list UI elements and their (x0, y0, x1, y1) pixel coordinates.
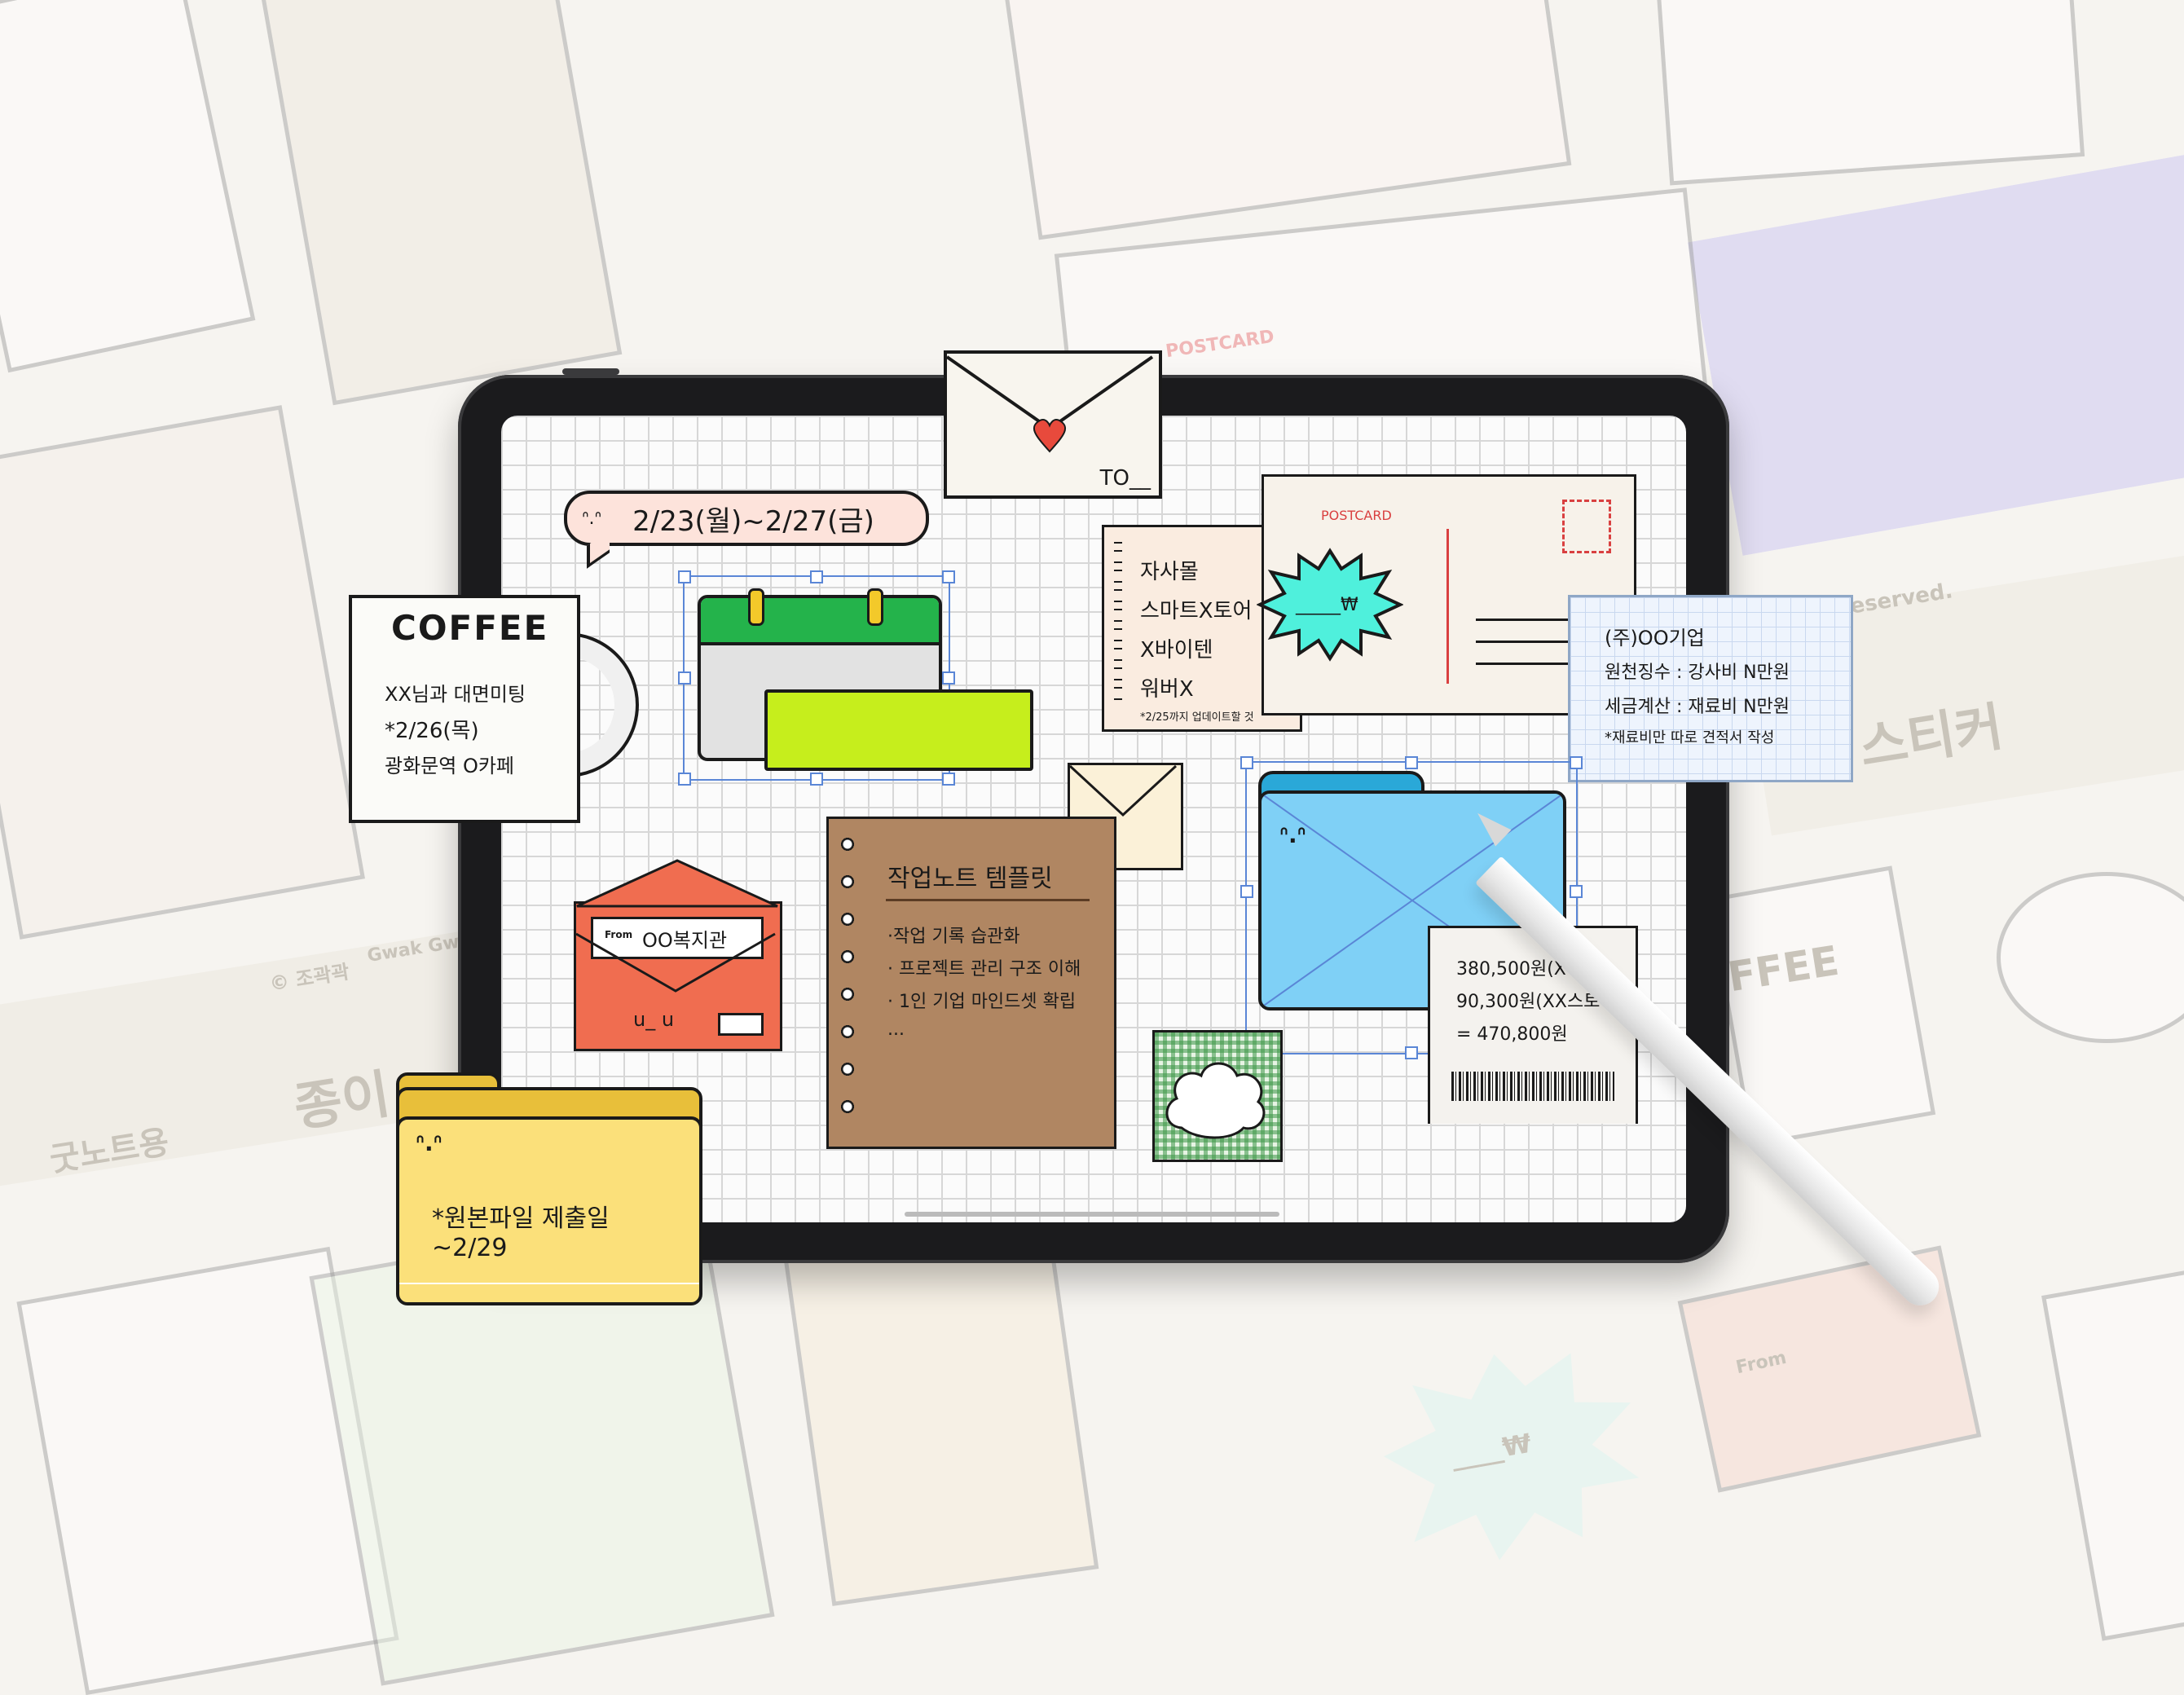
red-envelope-sticker[interactable]: From OO복지관 u_ u (574, 901, 782, 1051)
selection-handle[interactable] (942, 570, 955, 583)
invoice-sticker[interactable]: (주)OO기업 원천징수 : 강사비 N만원 세금계산 : 재료비 N만원 *재… (1568, 595, 1853, 782)
bg-kraft-bottom (783, 1222, 1099, 1606)
envelope-flap-icon (945, 355, 1154, 453)
selection-handle[interactable] (1405, 1046, 1418, 1059)
checklist-item: 자사몰 (1140, 560, 1199, 584)
bg-ring-notebook (258, 0, 623, 406)
selection-handle[interactable] (678, 671, 691, 685)
from-label: From (605, 929, 633, 940)
checklist-item: 스마트X토어 (1140, 599, 1253, 623)
speech-bubble[interactable]: ᐢ.ᐢ 2/23(월)~2/27(금) (564, 491, 929, 546)
tablet-button-top (562, 368, 619, 375)
coffee-cup-sticker[interactable]: COFFEE XX님과 대면미팅 *2/26(목) 광화문역 O카페 (349, 595, 580, 823)
from-name: OO복지관 (642, 929, 728, 952)
selection-handle[interactable] (942, 773, 955, 786)
envelope-face: u_ u (633, 1008, 675, 1031)
postcard-divider (1446, 529, 1449, 684)
selection-handle[interactable] (678, 570, 691, 583)
selection-handle[interactable] (1405, 756, 1418, 769)
barcode-icon (1451, 1072, 1614, 1101)
checklist-item: X바이텐 (1140, 638, 1213, 663)
kraft-note-sticker[interactable]: 작업노트 템플릿 ·작업 기록 습관화 · 프로젝트 관리 구조 이해 · 1인… (826, 817, 1116, 1149)
lime-sticky-note[interactable] (764, 689, 1033, 771)
coffee-title: COFFEE (391, 608, 549, 648)
yellow-folder-line2: ~2/29 (432, 1234, 508, 1262)
invoice-line3: 세금계산 : 재료비 N만원 (1605, 697, 1790, 717)
checklist-item: 워버X (1140, 677, 1194, 702)
speech-text: 2/23(월)~2/27(금) (632, 504, 874, 538)
starburst-text: _____₩ (1296, 595, 1358, 615)
home-indicator[interactable] (905, 1212, 1279, 1217)
bg-cloud-right (1997, 872, 2184, 1043)
selection-handle[interactable] (810, 570, 823, 583)
envelope-letter: From OO복지관 (591, 917, 764, 959)
yellow-folder-line1: *원본파일 제출일 (432, 1204, 610, 1233)
selection-handle[interactable] (1240, 885, 1253, 898)
receipt-line3: = 470,800원 (1456, 1024, 1568, 1045)
receipt-line1: 380,500원(X (1456, 959, 1566, 980)
bg-ring-paper-right (1655, 0, 2085, 186)
selection-handle[interactable] (942, 671, 955, 685)
yellow-folder-stripe (399, 1283, 699, 1284)
note-ring-holes (840, 837, 855, 1130)
coffee-line3: 광화문역 O카페 (385, 755, 514, 777)
note-line: · 1인 기업 마인드셋 확립 (887, 992, 1077, 1012)
gingham-cloud-sticker[interactable] (1152, 1030, 1283, 1162)
selection-handle[interactable] (1240, 756, 1253, 769)
bg-purple-ticket (1687, 153, 2184, 556)
bg-grid-paper (1003, 0, 1572, 240)
note-title: 작업노트 템플릿 (887, 865, 1053, 893)
postcard-label: POSTCARD (1321, 508, 1392, 523)
checklist-footnote: *2/25까지 업데이트할 것 (1140, 711, 1254, 724)
starburst-sticker[interactable] (1257, 548, 1403, 662)
checklist-sticker[interactable]: 자사몰 스마트X토어 X바이텐 워버X *2/25까지 업데이트할 것 (1102, 525, 1302, 732)
postcard-stamp-icon (1562, 500, 1611, 553)
envelope-to-label: TO__ (1099, 466, 1151, 491)
calendar-header (701, 598, 939, 645)
coffee-line2: *2/26(목) (385, 719, 479, 743)
note-line: · 프로젝트 관리 구조 이해 (887, 959, 1081, 980)
envelope-address-box (718, 1013, 764, 1036)
receipt-line2: 90,300원(XX스토어 (1456, 992, 1617, 1012)
speech-face-icon: ᐢ.ᐢ (582, 508, 602, 529)
invoice-line2: 원천징수 : 강사비 N만원 (1605, 663, 1790, 683)
calendar-ring-icon (867, 588, 883, 626)
calendar-ring-icon (748, 588, 764, 626)
selection-handle[interactable] (678, 773, 691, 786)
selection-handle[interactable] (1570, 756, 1583, 769)
coffee-line1: XX님과 대면미팅 (385, 683, 526, 706)
note-line: ... (887, 1019, 905, 1040)
bg-sticker-word2: 종이 (289, 1064, 394, 1139)
yellow-folder-sticker[interactable]: ᐢ.ᐢ *원본파일 제출일 ~2/29 (396, 1116, 702, 1305)
note-line: ·작업 기록 습관화 (887, 927, 1020, 947)
envelope-to-sticker[interactable]: TO__ (944, 350, 1162, 499)
bg-paper-left-mid (0, 405, 365, 940)
bg-paper-topleft (0, 0, 256, 373)
selection-handle[interactable] (1570, 885, 1583, 898)
small-envelope-flap-icon (1068, 764, 1178, 817)
red-envelope-top-flap (576, 859, 778, 908)
bg-paper-bottom-right (2041, 1252, 2184, 1641)
invoice-line4: *재료비만 따로 견적서 작성 (1605, 729, 1775, 746)
envelope-flap-icon (575, 932, 776, 993)
selection-handle[interactable] (810, 773, 823, 786)
invoice-line1: (주)OO기업 (1605, 627, 1705, 649)
blue-folder-face-icon: ᐢ.ᐢ (1279, 821, 1306, 848)
checkbox-icon (1114, 542, 1122, 703)
receipt-sticker[interactable]: 380,500원(X 90,300원(XX스토어 = 470,800원 (1428, 926, 1638, 1124)
note-title-underline (886, 899, 1090, 901)
cloud-icon (1165, 1062, 1266, 1139)
yellow-folder-face-icon: ᐢ.ᐢ (416, 1129, 443, 1156)
